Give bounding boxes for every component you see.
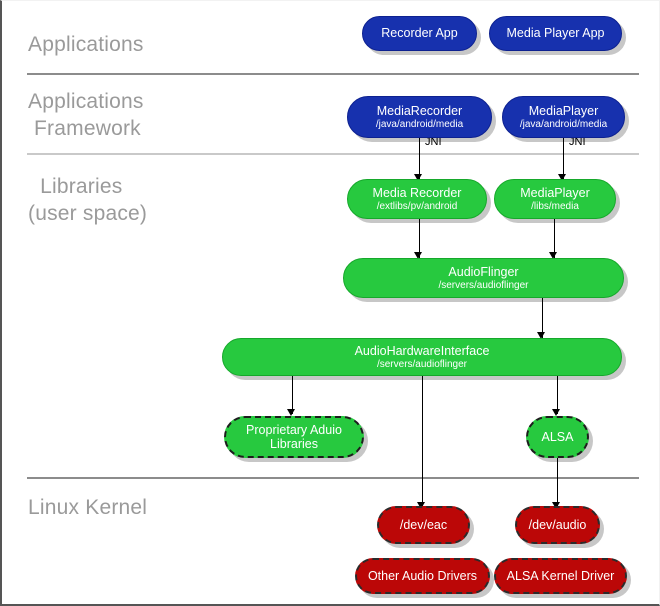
connector-ahi-to-proprietary xyxy=(292,376,293,414)
node-subtitle: /servers/audioflinger xyxy=(376,358,468,370)
node-title: /dev/audio xyxy=(528,517,587,532)
layer-label-libraries: Libraries (user space) xyxy=(28,175,148,225)
arrowhead-mediarecorder-to-lib xyxy=(414,174,422,181)
node-title: MediaPlayer xyxy=(520,185,590,200)
connector-mediaplayer-to-lib xyxy=(563,138,564,180)
node-dev-audio[interactable]: /dev/audio xyxy=(515,506,600,544)
node-mediaplayer-lib[interactable]: MediaPlayer /libs/media xyxy=(494,179,616,219)
arrowhead-mediaplayer-to-lib xyxy=(558,174,566,181)
node-subtitle: /libs/media xyxy=(531,200,579,212)
connector-media-recorder-to-audioflinger xyxy=(419,219,420,258)
node-title: ALSA Kernel Driver xyxy=(506,568,615,583)
connector-ahi-to-dev-eac xyxy=(422,376,423,508)
node-audiohardwareinterface[interactable]: AudioHardwareInterface /servers/audiofli… xyxy=(222,338,622,376)
layer-label-applications-framework: Applications Framework xyxy=(28,90,144,140)
separator-libraries xyxy=(27,477,639,479)
connector-mediarecorder-to-lib xyxy=(419,138,420,180)
arrowhead-audioflinger-to-ahi xyxy=(537,332,545,339)
node-title: Other Audio Drivers xyxy=(367,568,478,583)
node-proprietary-audio-libs[interactable]: Proprietary Aduio Libraries xyxy=(224,416,364,458)
node-title: MediaRecorder xyxy=(376,103,463,118)
node-alsa[interactable]: ALSA xyxy=(526,416,589,458)
node-other-audio-drivers[interactable]: Other Audio Drivers xyxy=(355,558,490,594)
node-title: AudioFlinger xyxy=(448,264,519,279)
node-title: Recorder App xyxy=(381,26,458,40)
edge-label-jni-recorder: JNI xyxy=(425,136,442,148)
connector-audioflinger-to-ahi xyxy=(542,298,543,339)
node-title: Proprietary Aduio Libraries xyxy=(246,423,342,451)
node-media-player-app[interactable]: Media Player App xyxy=(489,16,622,51)
node-mediaplayer-framework[interactable]: MediaPlayer /java/android/media xyxy=(502,96,625,138)
node-title: Media Recorder xyxy=(372,185,462,200)
arrowhead-media-recorder-to-audioflinger xyxy=(414,252,422,259)
separator-applications xyxy=(27,73,639,75)
layer-label-linux-kernel: Linux Kernel xyxy=(28,496,148,519)
node-title: ALSA xyxy=(541,429,574,444)
separator-applications-framework xyxy=(27,153,639,155)
node-subtitle: /java/android/media xyxy=(375,118,464,130)
node-subtitle: /extlibs/pv/android xyxy=(376,200,458,212)
connector-ahi-to-alsa xyxy=(557,376,558,414)
edge-label-jni-player: JNI xyxy=(569,136,586,148)
node-dev-eac[interactable]: /dev/eac xyxy=(377,506,470,544)
arrowhead-ahi-to-proprietary xyxy=(287,409,295,416)
node-mediarecorder-framework[interactable]: MediaRecorder /java/android/media xyxy=(347,96,492,138)
node-title: /dev/eac xyxy=(399,517,448,532)
node-subtitle: /java/android/media xyxy=(519,118,608,130)
layer-label-applications: Applications xyxy=(28,33,144,56)
connector-mediaplayer-lib-to-audioflinger xyxy=(554,219,555,258)
connector-alsa-to-dev-audio xyxy=(557,457,558,508)
node-media-recorder-lib[interactable]: Media Recorder /extlibs/pv/android xyxy=(347,179,487,219)
node-alsa-kernel-driver[interactable]: ALSA Kernel Driver xyxy=(494,558,627,594)
node-audioflinger[interactable]: AudioFlinger /servers/audioflinger xyxy=(343,258,624,298)
arrowhead-mediaplayer-lib-to-audioflinger xyxy=(549,252,557,259)
node-recorder-app[interactable]: Recorder App xyxy=(362,16,477,51)
node-title: MediaPlayer xyxy=(528,103,599,118)
arrowhead-ahi-to-alsa xyxy=(552,409,560,416)
node-title: AudioHardwareInterface xyxy=(354,343,490,358)
node-subtitle: /servers/audioflinger xyxy=(438,279,529,291)
node-title: Media Player App xyxy=(506,26,605,40)
